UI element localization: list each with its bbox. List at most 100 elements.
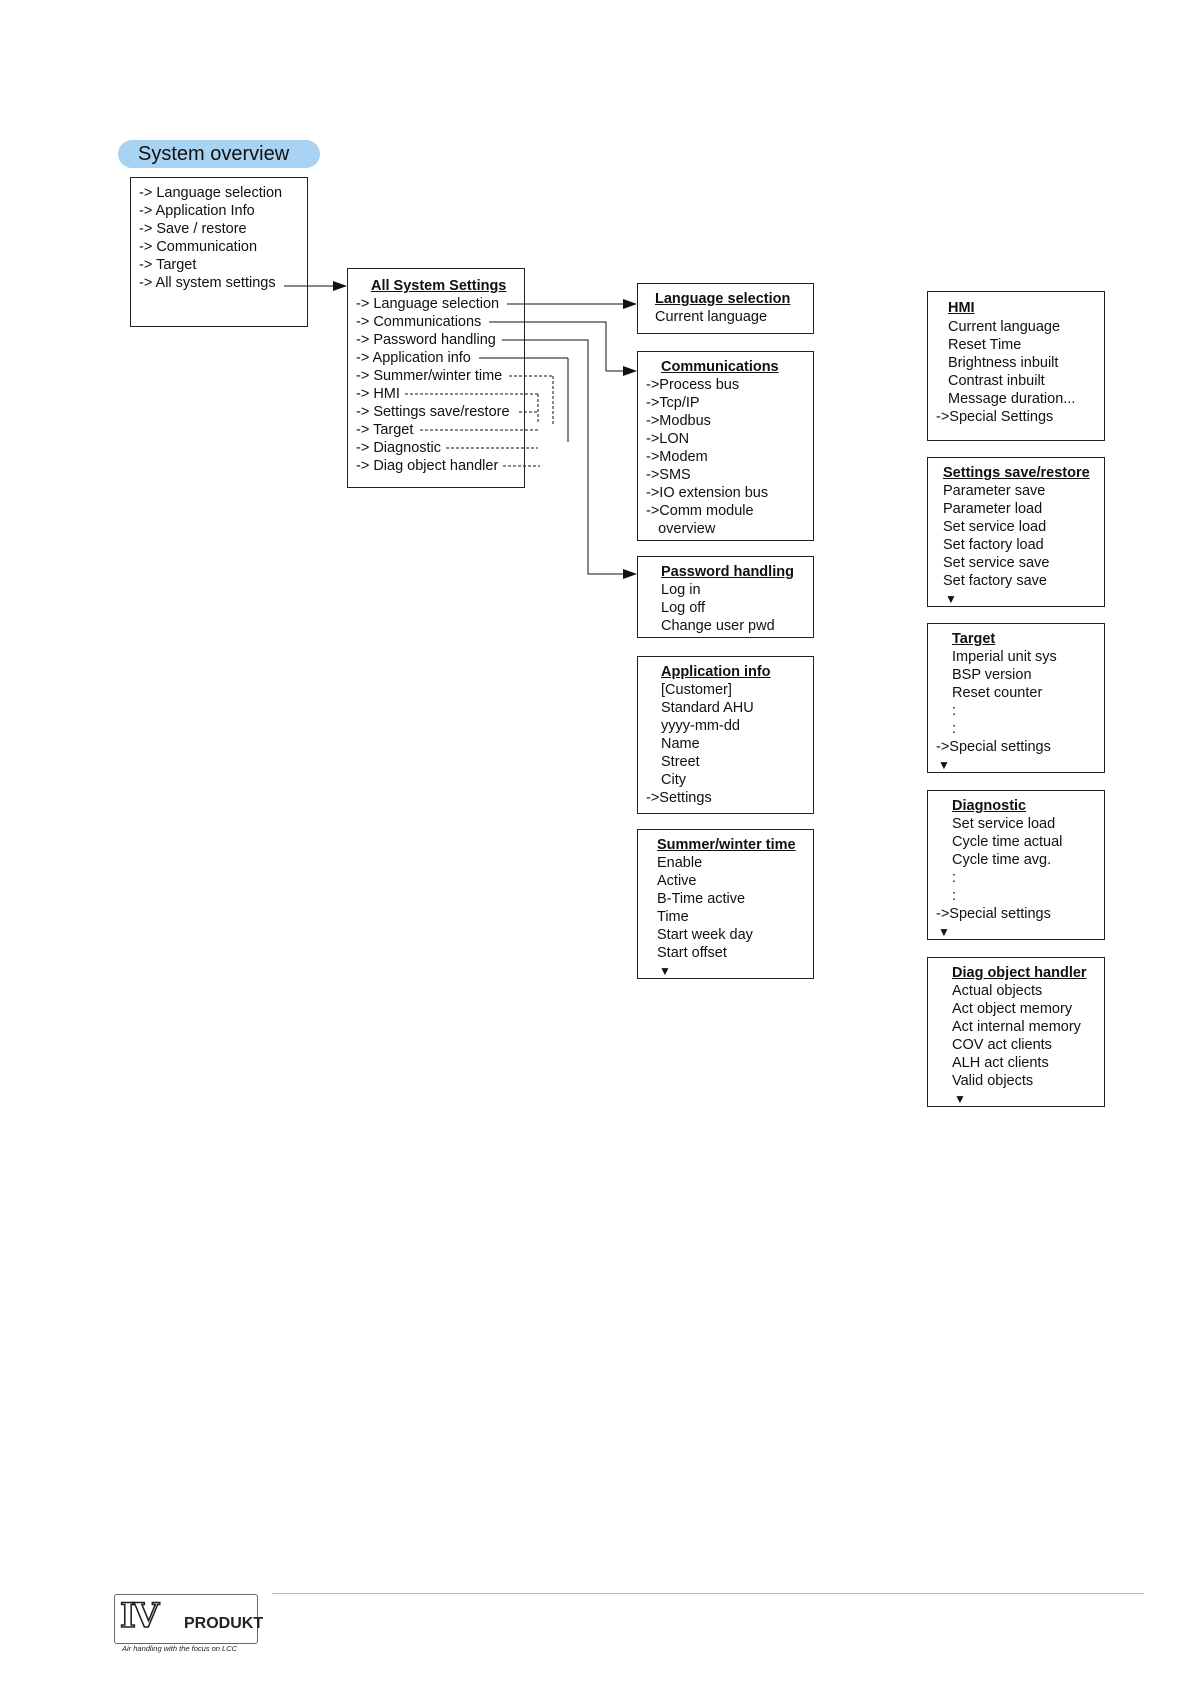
box-item: ->LON (646, 431, 690, 447)
box-item: Valid objects (952, 1073, 1034, 1089)
settings-save-restore-box: Settings save/restore Parameter save Par… (927, 457, 1105, 607)
box-item: Enable (657, 855, 703, 871)
box-item: ->Modem (646, 449, 708, 465)
settings-item-diagobj: -> Diag object handler (356, 458, 499, 474)
logo-tagline: Air handling with the focus on LCC (122, 1644, 238, 1653)
box-item: Cycle time actual (952, 834, 1063, 850)
settings-item-password: -> Password handling (356, 332, 496, 348)
logo-wordmark: PRODUKT (184, 1615, 264, 1632)
box-item: Actual objects (952, 983, 1043, 999)
box-item: Set service load (952, 816, 1056, 832)
box-item: Street (661, 754, 700, 770)
settings-item-summer: -> Summer/winter time (356, 368, 503, 384)
box-item: : (952, 888, 957, 904)
system-overview-box: -> Language selection -> Application Inf… (130, 177, 308, 327)
password-handling-box: Password handling Log in Log off Change … (637, 556, 814, 638)
box-item: overview (646, 521, 716, 537)
box-item: ->Process bus (646, 377, 740, 393)
box-header: Summer/winter time (657, 837, 796, 853)
footer-divider (272, 1593, 1144, 1594)
box-item: : (952, 870, 957, 886)
down-arrow-icon: ▼ (659, 964, 671, 978)
box-item: yyyy-mm-dd (661, 718, 740, 734)
box-item: Active (657, 873, 697, 889)
box-item: Current language (948, 319, 1061, 335)
connector-password (502, 339, 637, 579)
box-header: All System Settings (371, 278, 507, 294)
box-item: Brightness inbuilt (948, 355, 1059, 371)
all-system-settings-box: All System Settings -> Language selectio… (347, 268, 525, 488)
box-item: Act internal memory (952, 1019, 1081, 1035)
box-item: ->Special settings (936, 739, 1051, 755)
box-item: ->Tcp/IP (646, 395, 700, 411)
settings-item-appinfo: -> Application info (356, 350, 471, 366)
box-header: Application info (661, 664, 771, 680)
box-item: Change user pwd (661, 618, 775, 634)
box-item: ->Special Settings (936, 409, 1054, 425)
overview-item: -> Target (139, 257, 197, 273)
box-item: ->Special settings (936, 906, 1051, 922)
box-item: Message duration... (948, 391, 1076, 407)
language-selection-box: Language selection Current language (637, 283, 814, 334)
box-item: Reset Time (948, 337, 1022, 353)
box-item: ->Modbus (646, 413, 711, 429)
box-header: Language selection (655, 291, 791, 307)
box-item: Start week day (657, 927, 753, 943)
box-item: Set service save (943, 555, 1050, 571)
iv-produkt-logo: IV PRODUKT Air handling with the focus o… (114, 1588, 263, 1653)
logo-mark-icon: IV (119, 1595, 160, 1637)
box-item: [Customer] (661, 682, 732, 698)
box-item: Cycle time avg. (952, 852, 1052, 868)
box-item: ALH act clients (952, 1055, 1049, 1071)
box-item: Log off (661, 600, 706, 616)
box-item: : (952, 703, 957, 719)
box-item: ->Settings (646, 790, 712, 806)
settings-item-target: -> Target (356, 422, 414, 438)
box-item: BSP version (952, 667, 1032, 683)
box-item: Set service load (943, 519, 1047, 535)
box-item: Standard AHU (661, 700, 754, 716)
settings-item-diagnostic: -> Diagnostic (356, 440, 442, 456)
diagnostic-box: Diagnostic Set service load Cycle time a… (927, 790, 1105, 940)
summer-winter-time-box: Summer/winter time Enable Active B-Time … (637, 829, 814, 979)
box-item: Set factory load (943, 537, 1044, 553)
overview-item: -> Language selection (139, 185, 283, 201)
box-item: Contrast inbuilt (948, 373, 1045, 389)
application-info-box: Application info [Customer] Standard AHU… (637, 656, 814, 814)
down-arrow-icon: ▼ (938, 925, 950, 939)
overview-item: -> Save / restore (139, 221, 247, 237)
box-item: B-Time active (657, 891, 746, 907)
box-item: ->SMS (646, 467, 691, 483)
down-arrow-icon: ▼ (954, 1092, 966, 1106)
overview-item: -> All system settings (139, 275, 276, 291)
overview-item: -> Communication (139, 239, 258, 255)
box-item: Reset counter (952, 685, 1043, 701)
target-box: Target Imperial unit sys BSP version Res… (927, 623, 1105, 773)
box-item: Set factory save (943, 573, 1047, 589)
box-item: Start offset (657, 945, 727, 961)
box-header: Diag object handler (952, 965, 1087, 981)
settings-item-hmi: -> HMI (356, 386, 400, 402)
box-header: Target (952, 631, 996, 647)
box-item: Imperial unit sys (952, 649, 1057, 665)
box-item: Current language (655, 309, 768, 325)
box-header: Settings save/restore (943, 465, 1090, 481)
box-header: Communications (661, 359, 779, 375)
hmi-box: HMI Current language Reset Time Brightne… (927, 291, 1105, 441)
box-item: City (661, 772, 686, 788)
communications-box: Communications ->Process bus ->Tcp/IP ->… (637, 351, 814, 541)
page-title: System overview (118, 140, 320, 168)
down-arrow-icon: ▼ (945, 592, 957, 606)
settings-item-language: -> Language selection (356, 296, 500, 312)
box-item: Time (657, 909, 689, 925)
connector-communications (489, 321, 637, 376)
diag-object-handler-box: Diag object handler Actual objects Act o… (927, 957, 1105, 1107)
box-item: Log in (661, 582, 701, 598)
box-header: HMI (948, 300, 975, 316)
logo-frame (114, 1594, 258, 1644)
box-item: Act object memory (952, 1001, 1073, 1017)
box-item: ->Comm module (646, 503, 754, 519)
box-item: COV act clients (952, 1037, 1052, 1053)
overview-item: -> Application Info (139, 203, 255, 219)
